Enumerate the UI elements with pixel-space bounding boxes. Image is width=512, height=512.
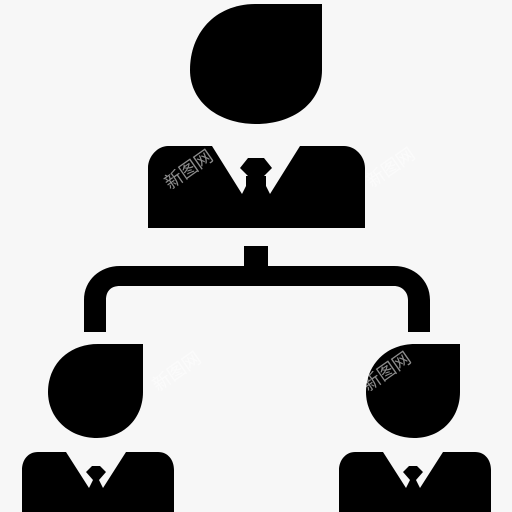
right-person-head	[366, 344, 460, 438]
left-person-head	[48, 344, 143, 438]
left-person	[22, 344, 174, 512]
right-person-body	[339, 452, 491, 512]
top-person-tie	[246, 176, 266, 198]
right-person	[339, 344, 491, 512]
watermark-text-3: 新图网	[149, 348, 205, 396]
left-person-body	[22, 452, 174, 512]
watermark-text-2: 新图网	[363, 144, 419, 192]
top-person-head	[190, 4, 322, 124]
connector-lines	[84, 246, 430, 332]
top-person	[148, 4, 365, 228]
